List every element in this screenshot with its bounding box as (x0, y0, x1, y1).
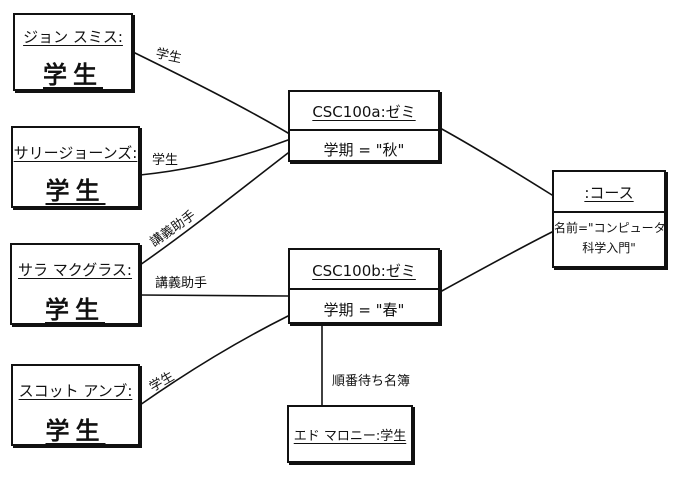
object-class: 学生 (45, 417, 106, 445)
object-name: ジョン スミス: (23, 28, 123, 46)
link-label-sally-seminar-a: 学生 (152, 153, 179, 168)
object-ed-maloney[interactable]: エド マロニー:学生 (287, 405, 413, 463)
object-attribute: 学期 = "秋" (323, 141, 405, 159)
object-class: 学生 (45, 296, 105, 324)
object-class: 学生 (43, 61, 103, 89)
object-seminar-csc100a[interactable]: CSC100a:ゼミ 学期 = "秋" (288, 90, 440, 162)
link-scott-seminar-b (139, 315, 289, 406)
link-label-sarah-seminar-b: 講義助手 (155, 276, 208, 291)
object-scott-ambler[interactable]: スコット アンブ: 学生 (11, 364, 140, 446)
object-seminar-csc100b[interactable]: CSC100b:ゼミ 学期 = "春" (288, 248, 440, 324)
object-name: CSC100a:ゼミ (312, 103, 416, 121)
object-attribute-line-2: 科学入門" (582, 241, 636, 255)
object-sarah-mcgrath[interactable]: サラ マクグラス: 学生 (10, 243, 140, 325)
object-attribute: 学期 = "春" (323, 301, 405, 319)
object-name: CSC100b:ゼミ (312, 262, 416, 280)
object-course[interactable]: :コース 名前="コンピュータ 科学入門" (552, 170, 666, 268)
link-sarah-seminar-b (139, 294, 289, 297)
link-john-seminar-a (132, 51, 289, 134)
compartment-divider (290, 129, 438, 131)
compartment-divider (290, 288, 438, 290)
object-name: サラ マクグラス: (18, 261, 132, 279)
object-name: スコット アンブ: (18, 382, 133, 400)
object-sally-jones[interactable]: サリージョーンズ: 学生 (11, 126, 140, 208)
link-label-seminar-b-edmonds: 順番待ち名簿 (332, 374, 411, 389)
link-seminar-b-course (439, 231, 553, 293)
object-name: エド マロニー:学生 (293, 429, 407, 444)
compartment-divider (554, 211, 664, 213)
link-seminar-a-course (439, 127, 553, 196)
object-class: 学生 (45, 177, 106, 205)
object-name: :コース (584, 184, 634, 202)
object-john-smith[interactable]: ジョン スミス: 学生 (13, 13, 133, 91)
object-name: サリージョーンズ: (13, 144, 138, 162)
link-sarah-seminar-a (139, 152, 289, 266)
object-attribute-line-1: 名前="コンピュータ (554, 221, 666, 235)
link-sally-seminar-a (139, 139, 289, 176)
